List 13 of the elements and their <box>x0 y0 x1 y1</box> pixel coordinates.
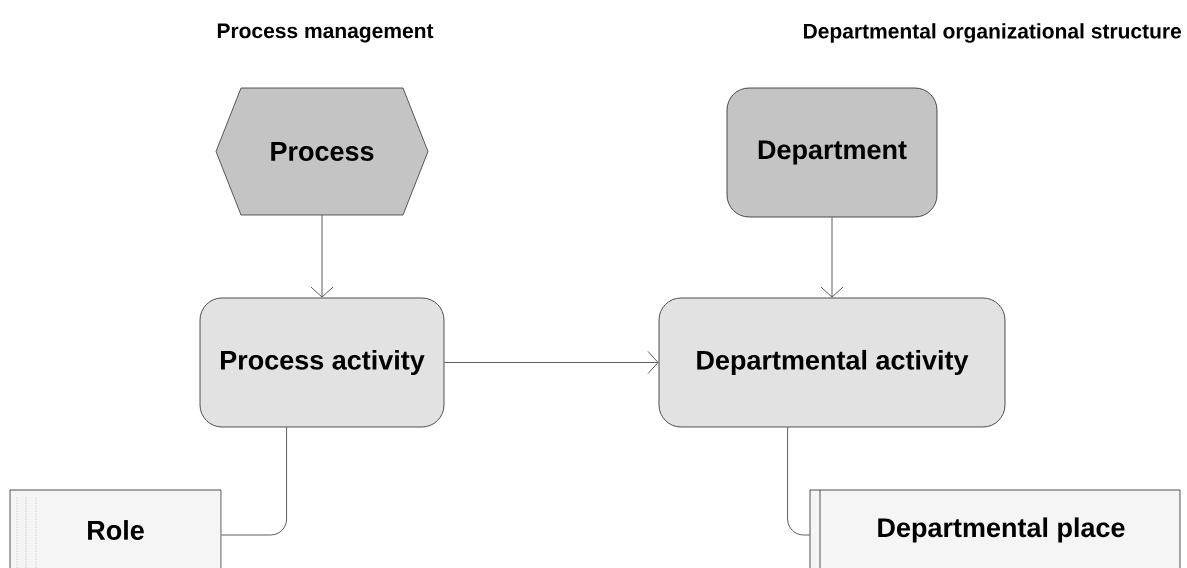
connector <box>221 427 287 536</box>
connector <box>820 217 844 298</box>
rectangle-box: Role <box>9 489 222 568</box>
rounded-box: Departmental activity <box>658 297 1006 428</box>
connector <box>444 351 659 374</box>
column-heading: Departmental organizational structure <box>803 23 1182 43</box>
column-heading: Process management <box>217 23 434 43</box>
connector <box>787 427 810 536</box>
rounded-box: Process activity <box>199 297 445 428</box>
rounded-box: Department <box>726 87 938 218</box>
hexagon-box: Process <box>215 87 429 216</box>
rectangle-box: Departmental place <box>809 489 1181 568</box>
connector <box>310 214 334 298</box>
